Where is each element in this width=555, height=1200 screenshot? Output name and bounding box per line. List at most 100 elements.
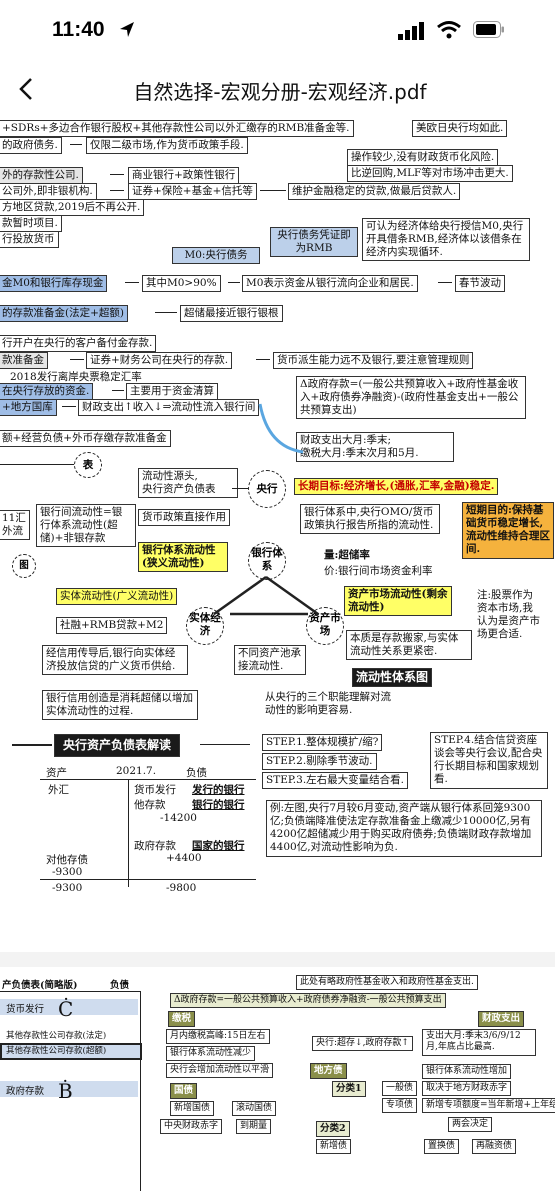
item-us-eu-jp: 美欧日央行均如此.	[412, 120, 508, 138]
p2-required-reserve: 其他存款性公司存款(法定)	[6, 1031, 107, 1041]
pdf-viewer-header: 自然选择-宏观分册-宏观经济.pdf	[0, 62, 555, 113]
fiscal-spending-months: 财政支出大月:季末;	[300, 434, 392, 446]
long-term-goal: 长期目标:经济增长,(通胀,汇率,金融)稳定.	[294, 478, 499, 496]
wifi-icon	[437, 21, 461, 39]
asset-pools: 不同资产池承接流动性.	[234, 645, 306, 676]
p2-general-bond: 一般债	[382, 1081, 418, 1097]
m0-spring-festival: 春节波动	[455, 275, 505, 293]
p2-currency-issue: 货币发行	[6, 1004, 45, 1015]
gov-deposit-formula: Δ政府存款=(一般公共预算收入+政府性基金收入+政府债券净融资)-(政府性基金支…	[296, 376, 526, 420]
table-circle: 表	[74, 452, 102, 478]
fx-11: 11汇	[2, 512, 26, 524]
p2-special-bond: 专项债	[382, 1098, 418, 1114]
p2-liabilities: 负债	[110, 980, 130, 991]
m0-cash: 金M0和银行库存现金	[0, 275, 108, 293]
example-note: 例:左图,央行7月较6月变动,资产端从银行体系回笼9300亿;负债端降准使法定存…	[266, 800, 542, 857]
p2-fiscal-spending: 财政支出	[478, 1011, 525, 1027]
money-creation-note: 货币派生能力远不及银行,要注意管理规则	[273, 352, 474, 370]
item-other-depository: 外的存款性公司.	[0, 167, 83, 185]
reserve-requirement: 的存款准备金(法定+超额)	[0, 305, 128, 323]
status-bar: 11:40	[0, 0, 555, 62]
value-claims: -9300	[52, 866, 83, 878]
p2-tax-peak: 月内缴税高峰:15日左右	[166, 1029, 270, 1045]
item-regional-loans: 方地区贷款,2019后不再公开.	[0, 199, 145, 217]
p2-class-1: 分类1	[332, 1081, 366, 1097]
p2-liquidity-up: 银行体系流动性增加	[422, 1064, 512, 1080]
reserve-deposit: 款准备金	[0, 352, 48, 370]
p2-cb-effect: 央行:超存↓,政府存款↑	[312, 1036, 413, 1052]
col-assets: 资产	[46, 767, 67, 779]
real-liquidity: 实体流动性(广义流动性)	[56, 588, 178, 606]
p2-class-2: 分类2	[316, 1121, 350, 1137]
step-1: STEP.1.整体规模扩/缩?	[262, 734, 383, 752]
figure-circle: 图	[12, 554, 36, 578]
p2-local-debt: 地方债	[310, 1063, 347, 1079]
bs-title: 央行资产负债表解读	[54, 734, 181, 757]
asset-market-liquidity: 资产市场流动性(剩余流动性)	[344, 586, 452, 617]
p2-fiscal-deficit: 取决于地方财政赤字	[422, 1081, 512, 1097]
item-nonbank: 公司外,即非银机构.	[0, 183, 97, 201]
p2-new-bond: 新增债	[316, 1139, 352, 1155]
p2-excess-reserve: 其他存款性公司存款(超额)	[6, 1046, 107, 1056]
step-3: STEP.3.左右最大变量结合看.	[262, 772, 408, 790]
central-bank-funds: 在央行存放的资金.	[0, 383, 94, 401]
location-arrow-icon	[120, 22, 134, 37]
securities-finance: 证券+财务公司在央行的存款.	[86, 352, 233, 370]
item-gov-debt: 的政府债务.	[0, 137, 62, 155]
role-bankers-bank: 银行的银行	[192, 799, 245, 811]
fiscal-flow: 财政支出↑收入↓⇒流动性流入银行间	[78, 399, 260, 417]
p2-b-dot: Ḃ	[58, 1079, 73, 1103]
node-banking-system: 银行体系	[248, 542, 286, 580]
status-time: 11:40	[52, 18, 105, 41]
value-gov-deposit: +4400	[166, 852, 202, 864]
m0-certificate: 央行债务凭证即为RMB	[270, 227, 358, 258]
item-lender-last-resort: 维护金融稳定的贷款,做最后贷款人.	[288, 183, 461, 201]
row-claims: 对他存债	[46, 854, 88, 866]
triangle-lines	[213, 575, 319, 616]
back-chevron-icon[interactable]	[18, 77, 34, 101]
m0-central-bank-debt: M0:央行债务	[172, 247, 260, 265]
m0-flow: M0表示资金从银行流向企业和居民.	[242, 275, 418, 293]
row-fx: 外汇	[48, 784, 69, 796]
col-liabilities: 负债	[186, 767, 207, 779]
item-securities: 证券+保险+基金+信托等	[128, 183, 257, 201]
liquidity-source-label: 流动性源头,	[142, 470, 198, 482]
p2-tax: 缴税	[168, 1011, 196, 1027]
tax-months: 缴税大月:季末次月和5月.	[300, 447, 419, 460]
provision-deposit: 行开户在央行的客户备付金存款.	[0, 335, 157, 353]
step-4: STEP.4.结合信贷资座谈会等央行会议,配合央行长期目标和国家规划看.	[430, 732, 548, 789]
credit-transmission: 经信用传导后,银行向实体经济投放信贷的广义货币供给.	[42, 645, 188, 676]
p2-replacement-bond: 置换债	[424, 1139, 460, 1155]
liquidity-system-title: 流动性体系图	[352, 668, 433, 687]
item-issue-currency: 行投放货币	[0, 231, 59, 249]
node-central-bank: 央行	[248, 470, 286, 508]
bank-liquidity: 银行体系流动性(狭义流动性)	[138, 542, 228, 573]
m0-explanation: 可认为经济体给央行授信M0,央行开具借条RMB,经济体以该借条在经济内实现循环.	[362, 218, 530, 262]
p2-central-deficit: 中央财政赤字	[160, 1119, 223, 1135]
left-fx-note: 11汇 外流	[0, 510, 30, 541]
pdf-document[interactable]: +SDRs+多边合作银行股权+其他存款性公司以外汇缴存的RMB准备金等. 美欧日…	[0, 112, 555, 1200]
interbank-liquidity: 银行间流动性=银行体系流动性(超储)+非银存款	[36, 504, 136, 548]
item-secondary-market: 仅限二级市场,作为货币政策手段.	[86, 137, 248, 155]
pdf-page-1: +SDRs+多边合作银行股权+其他存款性公司以外汇缴存的RMB准备金等. 美欧日…	[0, 112, 555, 952]
cb-balance-sheet-label: 央行资产负债表	[142, 483, 216, 496]
omo-note: 银行体系中,央行OMO/货币政策执行报告所指的流动性.	[300, 504, 440, 535]
offshore-bill: 2018发行离岸央票稳定汇率	[10, 371, 142, 383]
row-currency-issue: 货币发行	[134, 784, 176, 796]
role-state-bank: 国家的银行	[192, 840, 245, 852]
quantity-indicator: 量:超储率	[324, 549, 370, 561]
item-commercial-banks: 商业银行+政策性银行	[128, 167, 240, 185]
value-other-deposit: -14200	[160, 812, 197, 824]
cellular-signal-icon	[398, 22, 424, 40]
deposit-moving: 本质是存款搬家,与实体流动性关系更紧密.	[346, 630, 472, 661]
p2-formula: Δ政府存款=一般公共预算收入+政府债券净融资-一般公共预算支出	[170, 993, 446, 1009]
p2-treasury: 国债	[170, 1083, 198, 1099]
role-issuing-bank: 发行的银行	[192, 784, 245, 796]
value-asset-total: -9300	[52, 882, 83, 894]
p2-gov-deposit: 政府存款	[6, 1086, 45, 1097]
item-reserve-assets: +SDRs+多边合作银行股权+其他存款性公司以外汇缴存的RMB准备金等.	[0, 120, 354, 138]
other-liabilities: 额+经营负债+外币存缴存款准备金	[0, 430, 171, 448]
p2-spending-months: 支出大月:季末3/6/9/12月,年底占比最高.	[422, 1029, 536, 1056]
blue-arrow	[258, 403, 304, 454]
pdf-page-2: 产负债表(简略版) 负债 货币发行 Ċ 其他存款性公司存款(法定) 其他存款性公…	[0, 967, 555, 1200]
